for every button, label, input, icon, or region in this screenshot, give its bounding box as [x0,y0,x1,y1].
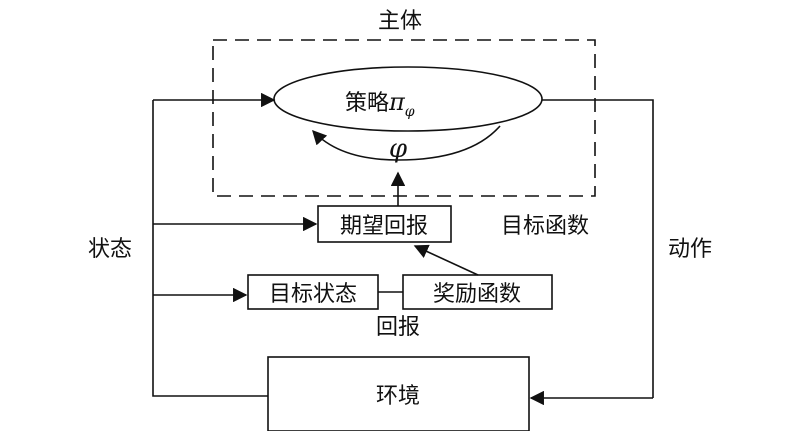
agent-label: 主体 [378,9,422,34]
reward-to-return-arrow [413,244,479,276]
environment-label: 环境 [376,384,420,409]
policy-label: 策略πφ [345,88,415,120]
reward-function-box [402,274,553,310]
objective-label: 目标函数 [501,214,589,239]
agent-boundary [212,39,596,197]
reward-function-label: 奖励函数 [433,282,521,307]
parameter-update-curve [312,125,501,161]
action-label: 动作 [668,237,712,262]
state-label: 状态 [88,237,132,262]
action-line [542,99,654,398]
policy-subscript: φ [405,104,415,120]
policy-symbol: π [388,88,406,116]
target-state-box [247,274,379,310]
policy-ellipse [273,66,543,132]
target-state-label: 目标状态 [269,282,357,307]
expected-return-label: 期望回报 [340,214,428,239]
return-label: 回报 [376,315,420,340]
parameter-label: φ [389,134,408,164]
state-line [152,100,268,397]
policy-text: 策略 [345,91,389,116]
environment-box [267,356,530,431]
expected-return-box [317,205,452,243]
